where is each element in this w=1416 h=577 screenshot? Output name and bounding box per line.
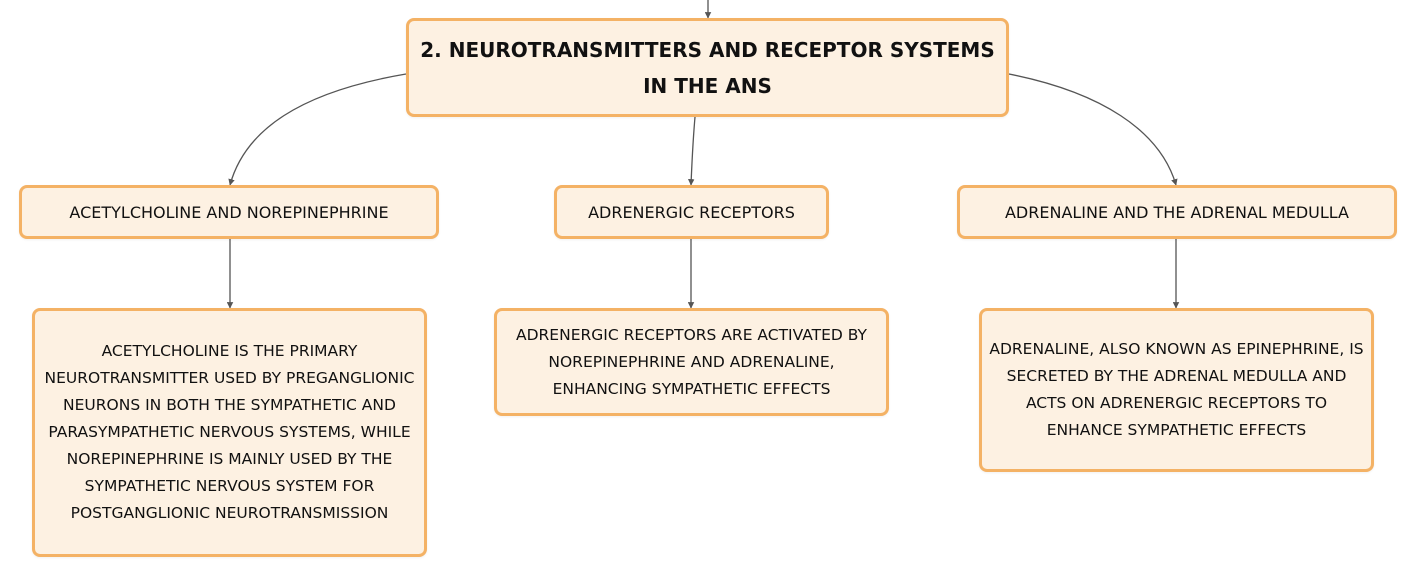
branch-label: ADRENERGIC RECEPTORS (588, 202, 795, 222)
detail-text: ACETYLCHOLINE IS THE PRIMARY NEUROTRANSM… (44, 342, 415, 522)
connector-root-to-branch-3 (1008, 73, 1178, 186)
branch-label: ADRENALINE AND THE ADRENAL MEDULLA (1004, 202, 1349, 222)
root-topic-title: 2. NEUROTRANSMITTERS AND RECEPTOR SYSTEM… (420, 37, 995, 98)
branch-adrenergic-receptors[interactable]: ADRENERGIC RECEPTORS (554, 185, 829, 239)
connector-root-to-branch-2 (687, 116, 696, 186)
connector-root-to-branch-1 (228, 73, 407, 186)
detail-adrenergic-receptors[interactable]: ADRENERGIC RECEPTORS ARE ACTIVATED BY NO… (494, 308, 889, 416)
branch-acetylcholine-norepinephrine[interactable]: ACETYLCHOLINE AND NOREPINEPHRINE (19, 185, 439, 239)
root-topic-node[interactable]: 2. NEUROTRANSMITTERS AND RECEPTOR SYSTEM… (406, 18, 1009, 117)
detail-text: ADRENALINE, ALSO KNOWN AS EPINEPHRINE, I… (989, 340, 1364, 439)
detail-text: ADRENERGIC RECEPTORS ARE ACTIVATED BY NO… (516, 325, 867, 398)
branch-label: ACETYLCHOLINE AND NOREPINEPHRINE (69, 202, 389, 222)
branch-adrenaline-adrenal-medulla[interactable]: ADRENALINE AND THE ADRENAL MEDULLA (957, 185, 1397, 239)
detail-acetylcholine-norepinephrine[interactable]: ACETYLCHOLINE IS THE PRIMARY NEUROTRANSM… (32, 308, 427, 557)
detail-adrenaline-adrenal-medulla[interactable]: ADRENALINE, ALSO KNOWN AS EPINEPHRINE, I… (979, 308, 1374, 472)
